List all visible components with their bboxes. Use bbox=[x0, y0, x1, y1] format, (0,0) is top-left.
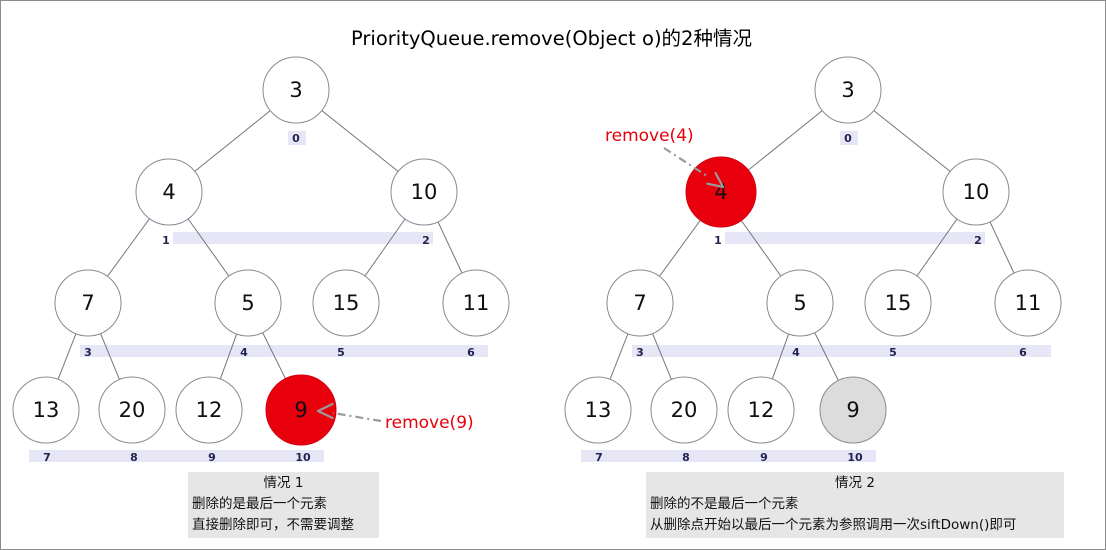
heap-node-7 bbox=[606, 269, 674, 337]
heap-node-11 bbox=[442, 269, 510, 337]
arrowhead-icon bbox=[316, 402, 334, 420]
index-label: 2 bbox=[422, 234, 430, 247]
index-label: 0 bbox=[844, 132, 852, 145]
case-2-line-2: 从删除点开始以最后一个元素为参照调用一次siftDown()即可 bbox=[650, 517, 1017, 533]
heap-node-13 bbox=[564, 376, 632, 444]
index-label: 3 bbox=[636, 346, 644, 359]
node-value: 3 bbox=[841, 78, 854, 102]
node-value: 5 bbox=[241, 291, 254, 315]
index-label: 10 bbox=[847, 451, 863, 464]
page-title: PriorityQueue.remove(Object o)的2种情况 bbox=[351, 27, 752, 50]
heap-node-9-removed bbox=[819, 376, 887, 444]
node-value: 11 bbox=[1015, 291, 1042, 315]
heap-node-15 bbox=[864, 269, 932, 337]
index-band-level2 bbox=[725, 232, 985, 244]
heap-node-20 bbox=[650, 376, 718, 444]
heap-node-10 bbox=[390, 158, 458, 226]
case-1-caption: 情况 1 删除的是最后一个元素 直接删除即可，不需要调整 bbox=[188, 472, 379, 538]
heap-node-10 bbox=[942, 158, 1010, 226]
heap-node-3 bbox=[262, 56, 330, 124]
annotation-label: remove(9) bbox=[385, 413, 474, 433]
index-label: 8 bbox=[130, 451, 138, 464]
heap-node-4-highlighted bbox=[685, 156, 757, 228]
heap-node-13 bbox=[12, 376, 80, 444]
case-2-heading: 情况 2 bbox=[835, 475, 875, 491]
annotation-dash-line bbox=[332, 411, 382, 423]
node-value: 3 bbox=[289, 78, 302, 102]
node-value: 9 bbox=[846, 398, 859, 422]
heap-node-15 bbox=[312, 269, 380, 337]
index-band-level2 bbox=[173, 232, 433, 244]
remove-annotation-right: remove(4) bbox=[605, 126, 725, 189]
heap-node-12 bbox=[727, 376, 795, 444]
index-label: 10 bbox=[295, 451, 311, 464]
node-value: 20 bbox=[671, 398, 698, 422]
node-value: 20 bbox=[119, 398, 146, 422]
index-label: 4 bbox=[240, 346, 248, 359]
heap-node-5 bbox=[214, 269, 282, 337]
remove-annotation-left: remove(9) bbox=[316, 402, 474, 433]
index-label: 8 bbox=[682, 451, 690, 464]
node-value: 10 bbox=[963, 180, 990, 204]
node-value: 12 bbox=[196, 398, 223, 422]
index-label: 2 bbox=[974, 234, 982, 247]
case-2-caption: 情况 2 删除的不是最后一个元素 从删除点开始以最后一个元素为参照调用一次sif… bbox=[646, 472, 1064, 538]
heap-node-11 bbox=[994, 269, 1062, 337]
annotation-dash-line bbox=[663, 147, 708, 177]
index-label: 1 bbox=[714, 234, 722, 247]
index-label: 3 bbox=[84, 346, 92, 359]
index-label: 1 bbox=[162, 234, 170, 247]
node-value: 12 bbox=[748, 398, 775, 422]
right-heap-tree: 3 4 10 7 5 15 11 13 20 12 9 0 1 2 3 4 5 … bbox=[564, 56, 1062, 464]
annotation-label: remove(4) bbox=[605, 126, 694, 146]
index-label: 5 bbox=[889, 346, 897, 359]
index-band-level3 bbox=[80, 345, 488, 357]
node-value: 7 bbox=[633, 291, 646, 315]
index-label: 4 bbox=[792, 346, 800, 359]
case-1-heading: 情况 1 bbox=[263, 475, 304, 491]
node-value: 7 bbox=[81, 291, 94, 315]
node-value: 10 bbox=[411, 180, 438, 204]
index-band-level1 bbox=[288, 131, 306, 145]
case-1-line-2: 直接删除即可，不需要调整 bbox=[192, 517, 354, 533]
left-heap-tree: 3 4 10 7 5 15 11 13 20 12 9 0 1 2 3 4 5 … bbox=[12, 56, 510, 464]
node-value: 15 bbox=[885, 291, 912, 315]
heap-node-3 bbox=[814, 56, 882, 124]
node-value: 13 bbox=[33, 398, 60, 422]
heap-node-20 bbox=[98, 376, 166, 444]
index-label: 7 bbox=[43, 451, 51, 464]
index-label: 5 bbox=[337, 346, 345, 359]
index-label: 0 bbox=[292, 132, 300, 145]
node-value: 4 bbox=[162, 180, 175, 204]
index-band-level4 bbox=[581, 450, 876, 462]
node-value: 11 bbox=[463, 291, 490, 315]
index-label: 9 bbox=[760, 451, 768, 464]
arrowhead-icon bbox=[706, 171, 725, 189]
node-value: 13 bbox=[585, 398, 612, 422]
index-band-level3 bbox=[632, 345, 1051, 357]
index-label: 9 bbox=[208, 451, 216, 464]
heap-node-5 bbox=[766, 269, 834, 337]
node-value: 5 bbox=[793, 291, 806, 315]
heap-node-9-highlighted bbox=[265, 374, 337, 446]
heap-node-4 bbox=[135, 158, 203, 226]
node-value: 9 bbox=[294, 398, 307, 422]
case-1-line-1: 删除的是最后一个元素 bbox=[192, 496, 327, 512]
index-band-level1 bbox=[840, 131, 858, 145]
heap-node-7 bbox=[54, 269, 122, 337]
index-label: 7 bbox=[595, 451, 603, 464]
index-label: 6 bbox=[1019, 346, 1027, 359]
node-value: 15 bbox=[333, 291, 360, 315]
index-band-level4 bbox=[29, 450, 324, 462]
index-label: 6 bbox=[467, 346, 475, 359]
case-2-line-1: 删除的不是最后一个元素 bbox=[650, 496, 799, 512]
heap-node-12 bbox=[175, 376, 243, 444]
